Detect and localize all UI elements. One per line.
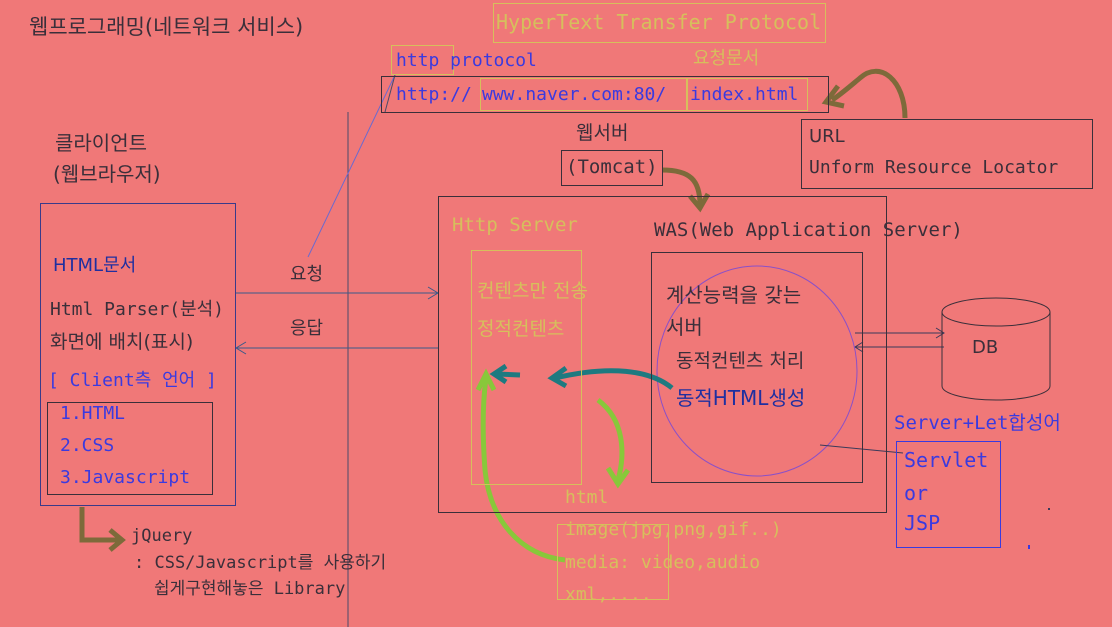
was-box (651, 252, 863, 483)
server-box (438, 196, 887, 513)
tomcat-box (561, 150, 663, 186)
jquery-name: jQuery (131, 526, 193, 546)
url-box (381, 76, 829, 113)
was-line4: 동적HTML생성 (676, 386, 806, 410)
jquery-line1: : CSS/Javascript를 사용하기 (134, 553, 387, 573)
static-file-item: xml,.... (565, 584, 652, 605)
static-teal-arrow (495, 371, 521, 378)
servlet-item: or (904, 481, 929, 505)
url-host: www.naver.com:80/ (482, 84, 667, 105)
servlet-box (896, 441, 1001, 548)
http-server-content-box (471, 250, 582, 485)
hypertext-box (493, 3, 826, 43)
was-db-arrow-head (935, 327, 945, 339)
files-static-green-arrow-head (475, 368, 497, 392)
webserver-label: 웹서버 (576, 122, 629, 144)
client-title: 클라이언트 (55, 131, 147, 155)
db-was-arrow-head (854, 341, 864, 353)
http-server-content1: 컨텐츠만 전송 (477, 280, 588, 302)
servlet-item: JSP (904, 511, 941, 535)
stray-mark (1028, 545, 1030, 549)
url-path-box (687, 78, 808, 111)
db-cylinder-icon (941, 297, 1051, 401)
was-ellipse (656, 265, 858, 477)
protocol-tick-line (384, 74, 396, 113)
request-doc-label: 요청문서 (693, 48, 760, 69)
servlet-pointer-line (819, 444, 904, 454)
tomcat-was-arrow (661, 167, 703, 206)
client-parser: Html Parser(분석) (50, 299, 224, 320)
url-label-box (801, 119, 1093, 189)
http-server-title: Http Server (452, 214, 578, 236)
url-path: index.html (690, 84, 799, 105)
client-box (40, 203, 236, 506)
client-lang-item: 2.CSS (60, 435, 115, 456)
stray-mark (1048, 508, 1050, 510)
static-files-box (557, 524, 669, 600)
tomcat-label: (Tomcat) (566, 156, 658, 178)
url-host-box (480, 78, 687, 111)
static-file-item: media: video,audio (565, 552, 761, 573)
url-label: URL (809, 126, 845, 147)
hypertext-label: HyperText Transfer Protocol (496, 10, 822, 34)
db-label: DB (972, 337, 999, 358)
http-protocol-box (391, 45, 454, 75)
files-static-green-arrow (480, 377, 566, 563)
static-teal-arrow-head (489, 363, 508, 385)
was-line1: 계산능력을 갖는 (666, 283, 802, 307)
protocol-pointer-line (307, 74, 396, 258)
static-file-item: html (565, 487, 609, 508)
url-curve-arrow (830, 69, 908, 119)
was-title: WAS(Web Application Server) (654, 219, 963, 241)
url-scheme: http:// (396, 84, 472, 105)
page-title: 웹프로그래밍(네트워크 서비스) (29, 15, 304, 39)
jquery-arrow (79, 507, 120, 543)
client-lang-item: 3.Javascript (60, 467, 191, 488)
url-curve-arrow-head (821, 84, 845, 109)
servlet-caption: Server+Let합성어 (894, 412, 1061, 434)
was-static-arrow (554, 368, 674, 390)
was-static-arrow-head (547, 365, 568, 389)
client-subtitle: (웹브라우저) (53, 162, 161, 186)
response-label: 응답 (290, 318, 324, 339)
response-arrow-head (235, 341, 247, 355)
jquery-line2: 쉽게구현해놓은 Library (154, 579, 346, 599)
http-protocol-label: http protocol (396, 50, 537, 71)
client-lang-box (47, 402, 213, 495)
was-line3: 동적컨텐츠 처리 (676, 350, 805, 372)
url-full-label: Unform Resource Locator (809, 157, 1059, 178)
servlet-item: Servlet (904, 448, 989, 472)
was-files-green-arrow-head (605, 466, 631, 489)
request-label: 요청 (290, 264, 324, 285)
client-lang-label: [ Client측 언어 ] (48, 370, 217, 391)
jquery-arrow-head (108, 528, 126, 552)
http-server-content2: 정적컨텐츠 (477, 318, 565, 340)
was-files-green-arrow (596, 397, 625, 481)
client-lang-item: 1.HTML (60, 403, 126, 424)
static-file-item: image(jpg,png,gif..) (565, 519, 782, 540)
tomcat-was-arrow-head (688, 192, 711, 213)
was-line2: 서버 (666, 315, 703, 339)
client-layout: 화면에 배치(표시) (50, 331, 194, 353)
client-html-doc: HTML문서 (53, 255, 137, 276)
